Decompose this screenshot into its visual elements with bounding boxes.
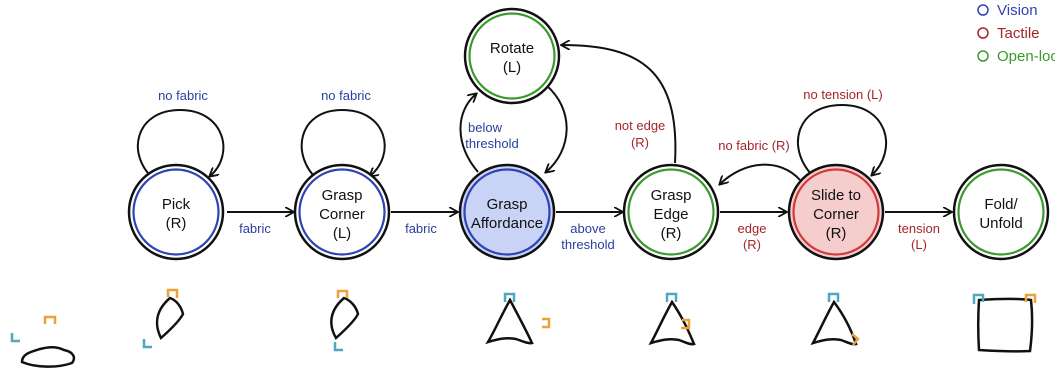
state-grasp-edge-arm: (R) — [661, 225, 682, 242]
cloth-sketch-flat — [10, 315, 76, 368]
cloth-sketch-pick — [142, 288, 185, 349]
state-grasp-affordance-circle — [458, 163, 556, 261]
cloth-sketch-grasp-corner — [330, 289, 360, 352]
cloth-sketch-slide — [810, 292, 860, 346]
state-grasp-corner-inner-ring — [298, 168, 386, 256]
label-affordance-to-rotate-line2: threshold — [465, 136, 518, 151]
legend-tactile-marker — [977, 27, 989, 39]
state-fold-unfold: Fold/ Unfold — [952, 163, 1050, 261]
state-slide-to-corner-circle — [787, 163, 885, 261]
state-grasp-corner-line1: Grasp — [322, 187, 363, 204]
state-rotate-arm: (L) — [503, 59, 521, 76]
legend-openloop-label: Open-loop — [997, 48, 1055, 65]
cloth-affordance-shape — [485, 297, 534, 345]
state-grasp-edge-circle — [622, 163, 720, 261]
cloth-fold-shape — [977, 297, 1034, 353]
label-affordance-to-edge-line1: above — [570, 221, 605, 236]
state-pick-circle — [127, 163, 225, 261]
label-edge-to-rotate-line1: not edge — [615, 118, 666, 133]
state-grasp-affordance-line2: Affordance — [471, 215, 543, 232]
cloth-pick-shape — [155, 296, 185, 341]
cloth-edge-orange-marker — [681, 318, 691, 330]
state-grasp-corner-line2: Corner — [319, 206, 365, 223]
state-pick-arm: (R) — [166, 215, 187, 232]
rotate-to-affordance-arrow — [546, 84, 568, 172]
state-grasp-affordance-line1: Grasp — [487, 196, 528, 213]
label-affordance-to-rotate-line1: below — [468, 120, 503, 135]
state-slide-to-corner: Slide to Corner (R) — [787, 163, 885, 261]
state-slide-to-corner-line2: Corner — [813, 206, 859, 223]
label-slide-to-fold-line1: tension — [898, 221, 940, 236]
state-grasp-affordance: Grasp Affordance — [458, 163, 556, 261]
slide-to-edge-arrow — [720, 163, 801, 184]
state-slide-to-corner-inner-ring — [792, 168, 880, 256]
label-slide-to-edge: no fabric (R) — [718, 138, 790, 153]
label-edge-to-slide-line1: edge — [738, 221, 767, 236]
label-affordance-to-edge-line2: threshold — [561, 237, 614, 252]
state-grasp-edge-line2: Edge — [653, 206, 688, 223]
cloth-corner-cyan-marker — [333, 342, 343, 352]
state-pick: Pick (R) — [127, 163, 225, 261]
state-fold-unfold-line1: Fold/ — [984, 196, 1018, 213]
slide-self-loop-arrow — [797, 103, 887, 179]
state-pick-name: Pick — [162, 196, 191, 213]
state-fold-unfold-line2: Unfold — [979, 215, 1022, 232]
corner-self-loop-arrow — [300, 108, 386, 181]
cloth-fold-orange-marker — [1024, 293, 1037, 303]
label-slide-to-fold-line2: (L) — [911, 237, 927, 252]
cloth-flat-shape — [20, 346, 76, 368]
state-grasp-corner: Grasp Corner (L) — [293, 163, 391, 261]
cloth-affordance-cyan-marker — [503, 292, 516, 302]
label-corner-self: no fabric — [321, 88, 371, 103]
state-grasp-corner-circle — [293, 163, 391, 261]
cloth-sketch-affordance — [485, 292, 551, 345]
state-rotate-circle — [463, 7, 561, 105]
state-rotate-name: Rotate — [490, 40, 534, 57]
label-corner-to-affordance: fabric — [405, 221, 437, 236]
state-pick-inner-ring — [132, 168, 220, 256]
state-grasp-edge: Grasp Edge (R) — [622, 163, 720, 261]
cloth-flat-cyan-marker — [10, 333, 20, 343]
cloth-edge-cyan-marker — [665, 292, 678, 302]
cloth-fold-cyan-marker — [972, 293, 985, 304]
state-grasp-affordance-inner-ring — [463, 168, 551, 256]
cloth-pick-orange-marker — [166, 288, 179, 298]
legend-vision-label: Vision — [997, 2, 1038, 19]
cloth-affordance-orange-marker — [542, 317, 551, 329]
state-rotate: Rotate (L) — [463, 7, 561, 105]
legend-openloop-marker — [977, 50, 989, 62]
cloth-sketch-edge — [648, 292, 696, 346]
legend-tactile-label: Tactile — [997, 25, 1040, 42]
cloth-corner-shape — [330, 296, 360, 340]
legend-vision-marker — [977, 4, 989, 16]
pick-self-loop-arrow — [136, 108, 225, 181]
cloth-corner-orange-marker — [336, 289, 349, 298]
cloth-slide-shape — [810, 299, 858, 346]
state-grasp-edge-line1: Grasp — [651, 187, 692, 204]
affordance-to-rotate-arrow — [459, 94, 479, 173]
state-rotate-inner-ring — [468, 12, 556, 100]
cloth-pick-cyan-marker — [142, 339, 152, 349]
state-slide-to-corner-line1: Slide to — [811, 187, 861, 204]
label-edge-to-rotate-line2: (R) — [631, 135, 649, 150]
state-fold-unfold-inner-ring — [957, 168, 1045, 256]
label-edge-to-slide-line2: (R) — [743, 237, 761, 252]
edge-to-rotate-arrow — [562, 45, 677, 164]
state-grasp-corner-arm: (L) — [333, 225, 351, 242]
state-fold-unfold-circle — [952, 163, 1050, 261]
cloth-flat-orange-marker — [43, 315, 57, 324]
cloth-sketch-fold — [972, 293, 1037, 353]
label-slide-self: no tension (L) — [803, 87, 883, 102]
label-pick-to-corner: fabric — [239, 221, 271, 236]
state-grasp-edge-inner-ring — [627, 168, 715, 256]
state-slide-to-corner-arm: (R) — [826, 225, 847, 242]
cloth-edge-shape — [648, 299, 696, 346]
label-pick-self: no fabric — [158, 88, 208, 103]
cloth-slide-orange-marker — [851, 333, 860, 346]
legend: Vision Tactile Open-loop — [977, 2, 1055, 65]
cloth-slide-cyan-marker — [827, 292, 840, 302]
